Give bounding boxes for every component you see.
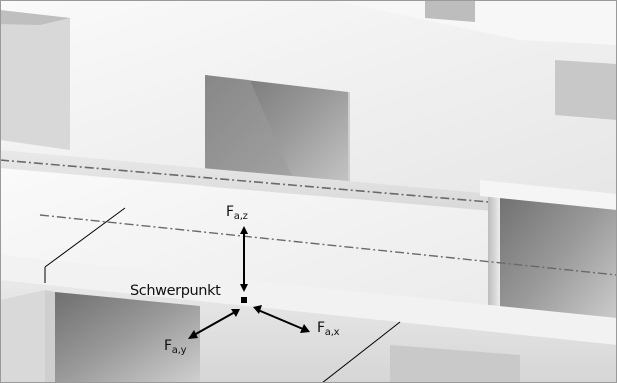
force-y-symbol: F bbox=[164, 338, 172, 354]
upper-cavity-inner-side bbox=[205, 75, 300, 195]
force-z-arrow-head-down bbox=[240, 284, 248, 292]
force-x-arrow-head-out bbox=[300, 324, 310, 333]
force-z-arrow-head-up bbox=[240, 226, 248, 234]
upper-right-beam-edge bbox=[480, 180, 617, 210]
center-of-gravity-label: Schwerpunkt bbox=[130, 283, 221, 299]
cut-line-left bbox=[44, 207, 126, 268]
lower-right-cavity bbox=[500, 190, 617, 330]
force-x-arrow-shaft bbox=[257, 309, 304, 330]
force-y-label: Fa,y bbox=[164, 338, 187, 356]
lower-right-bottom-cell bbox=[390, 345, 520, 383]
center-of-gravity-marker bbox=[241, 297, 247, 303]
lower-right-cavity-wall bbox=[488, 185, 500, 315]
upper-right-cell-back bbox=[555, 60, 617, 120]
force-y-subscript: a,y bbox=[171, 345, 187, 356]
lower-left-cavity-side bbox=[0, 290, 45, 383]
force-x-label: Fa,x bbox=[317, 320, 340, 338]
front-beam-top bbox=[0, 255, 617, 345]
force-x-symbol: F bbox=[317, 320, 325, 336]
upper-left-cell-shadow bbox=[0, 10, 70, 150]
lower-seam-line bbox=[39, 214, 617, 276]
upper-left-cell-depth bbox=[0, 10, 70, 25]
force-z-symbol: F bbox=[226, 204, 234, 220]
force-x-arrow-head-in bbox=[253, 305, 262, 314]
force-y-arrow-shaft bbox=[193, 311, 236, 336]
force-y-arrow-head-out bbox=[188, 330, 198, 339]
upper-right-top-hole bbox=[425, 0, 475, 22]
lower-left-cavity bbox=[55, 292, 200, 383]
force-z-label: Fa,z bbox=[226, 204, 248, 222]
upper-layer-far-strip bbox=[150, 0, 617, 45]
force-x-subscript: a,x bbox=[324, 327, 340, 338]
lower-left-cavity-wall bbox=[45, 290, 55, 383]
force-z-subscript: a,z bbox=[233, 211, 248, 222]
force-arrows bbox=[188, 226, 310, 339]
cut-line-right bbox=[321, 321, 401, 383]
force-y-arrow-head-in bbox=[231, 309, 240, 317]
